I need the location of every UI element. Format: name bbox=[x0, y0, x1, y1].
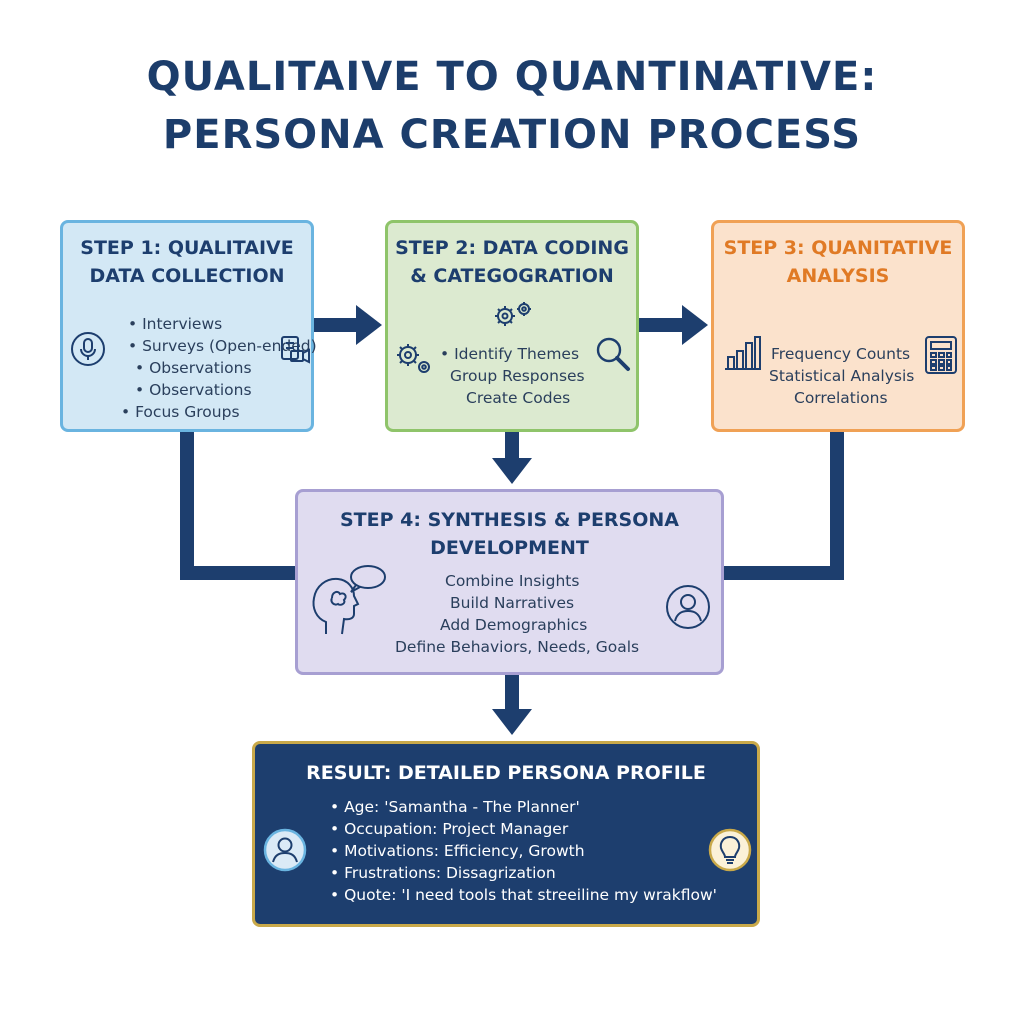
step2-item-3: Create Codes bbox=[466, 389, 571, 407]
step4-heading-line2: DEVELOPMENT bbox=[430, 537, 589, 559]
step3-heading-line1: STEP 3: QUANITATIVE bbox=[723, 237, 953, 259]
arrow-step1-to-step2-head bbox=[356, 305, 382, 345]
step3-heading-line2: ANALYSIS bbox=[786, 265, 890, 287]
step3-card: STEP 3: QUANITATIVE ANALYSIS Frequency C… bbox=[711, 220, 965, 432]
magnifier-icon bbox=[594, 335, 632, 373]
step1-item-3: • Observations bbox=[135, 359, 252, 377]
step2-heading-line1: STEP 2: DATA CODING bbox=[395, 237, 629, 259]
arrow-step2-to-step3-shaft bbox=[639, 318, 684, 332]
result-item-1: • Age: 'Samantha - The Planner' bbox=[330, 798, 580, 816]
lightbulb-icon bbox=[708, 828, 752, 872]
step3-item-3: Correlations bbox=[794, 389, 888, 407]
step1-item-2: • Surveys (Open-ended) bbox=[128, 337, 317, 355]
step1-item-4: • Observations bbox=[135, 381, 252, 399]
step3-item-2: Statistical Analysis bbox=[769, 367, 915, 385]
result-item-4: • Frustrations: Dissagrization bbox=[330, 864, 556, 882]
connector-step1-down bbox=[180, 432, 194, 580]
step2-heading-line2: & CATEGOGRATION bbox=[410, 265, 614, 287]
result-user-avatar-icon bbox=[263, 828, 307, 872]
result-item-2: • Occupation: Project Manager bbox=[330, 820, 569, 838]
result-heading: RESULT: DETAILED PERSONA PROFILE bbox=[306, 762, 706, 784]
arrow-step2-to-step4-shaft bbox=[505, 432, 519, 460]
connector-step3-down bbox=[830, 432, 844, 580]
step4-card: STEP 4: SYNTHESIS & PERSONA DEVELOPMENT … bbox=[295, 489, 724, 675]
result-item-3: • Motivations: Efficiency, Growth bbox=[330, 842, 585, 860]
step4-item-3: Add Demographics bbox=[440, 616, 588, 634]
step3-item-1: Frequency Counts bbox=[771, 345, 911, 363]
video-camera-icon bbox=[279, 333, 311, 365]
step4-item-2: Build Narratives bbox=[450, 594, 575, 612]
step1-card: STEP 1: QUALITAIVE DATA COLLECTION • Int… bbox=[60, 220, 317, 432]
result-card: RESULT: DETAILED PERSONA PROFILE • Age: … bbox=[252, 741, 760, 927]
step1-item-1: • Interviews bbox=[128, 315, 223, 333]
page-title-line-1: QUALITAIVE TO QUANTINATIVE: bbox=[146, 54, 878, 100]
calculator-icon bbox=[924, 335, 958, 375]
result-item-5: • Quote: 'I need tools that streeiline m… bbox=[330, 886, 717, 904]
gears-icon-small bbox=[394, 341, 434, 375]
step4-item-4: Define Behaviors, Needs, Goals bbox=[395, 638, 640, 656]
connector-step3-across bbox=[724, 566, 844, 580]
step2-card: STEP 2: DATA CODING & CATEGOGRATION • Id… bbox=[385, 220, 639, 432]
step2-item-2: Group Responses bbox=[450, 367, 585, 385]
microphone-icon bbox=[70, 331, 106, 367]
gears-icon bbox=[492, 299, 536, 329]
head-thought-icon bbox=[308, 564, 388, 636]
step4-item-1: Combine Insights bbox=[445, 572, 580, 590]
page-title-line-2: PERSONA CREATION PROCESS bbox=[162, 112, 862, 158]
arrow-step1-to-step2-shaft bbox=[314, 318, 358, 332]
step1-heading-line2: DATA COLLECTION bbox=[89, 265, 285, 287]
step1-heading-line1: STEP 1: QUALITAIVE bbox=[80, 237, 294, 259]
bar-chart-icon bbox=[723, 335, 763, 371]
step4-heading-line1: STEP 4: SYNTHESIS & PERSONA bbox=[340, 509, 679, 531]
arrow-step2-to-step3-head bbox=[682, 305, 708, 345]
connector-step1-across bbox=[180, 566, 295, 580]
arrow-step4-to-result-shaft bbox=[505, 675, 519, 711]
step1-item-5: • Focus Groups bbox=[121, 403, 240, 421]
arrow-step2-to-step4-head bbox=[492, 458, 532, 484]
user-avatar-icon bbox=[665, 584, 711, 630]
step2-item-1: • Identify Themes bbox=[440, 345, 580, 363]
arrow-step4-to-result-head bbox=[492, 709, 532, 735]
